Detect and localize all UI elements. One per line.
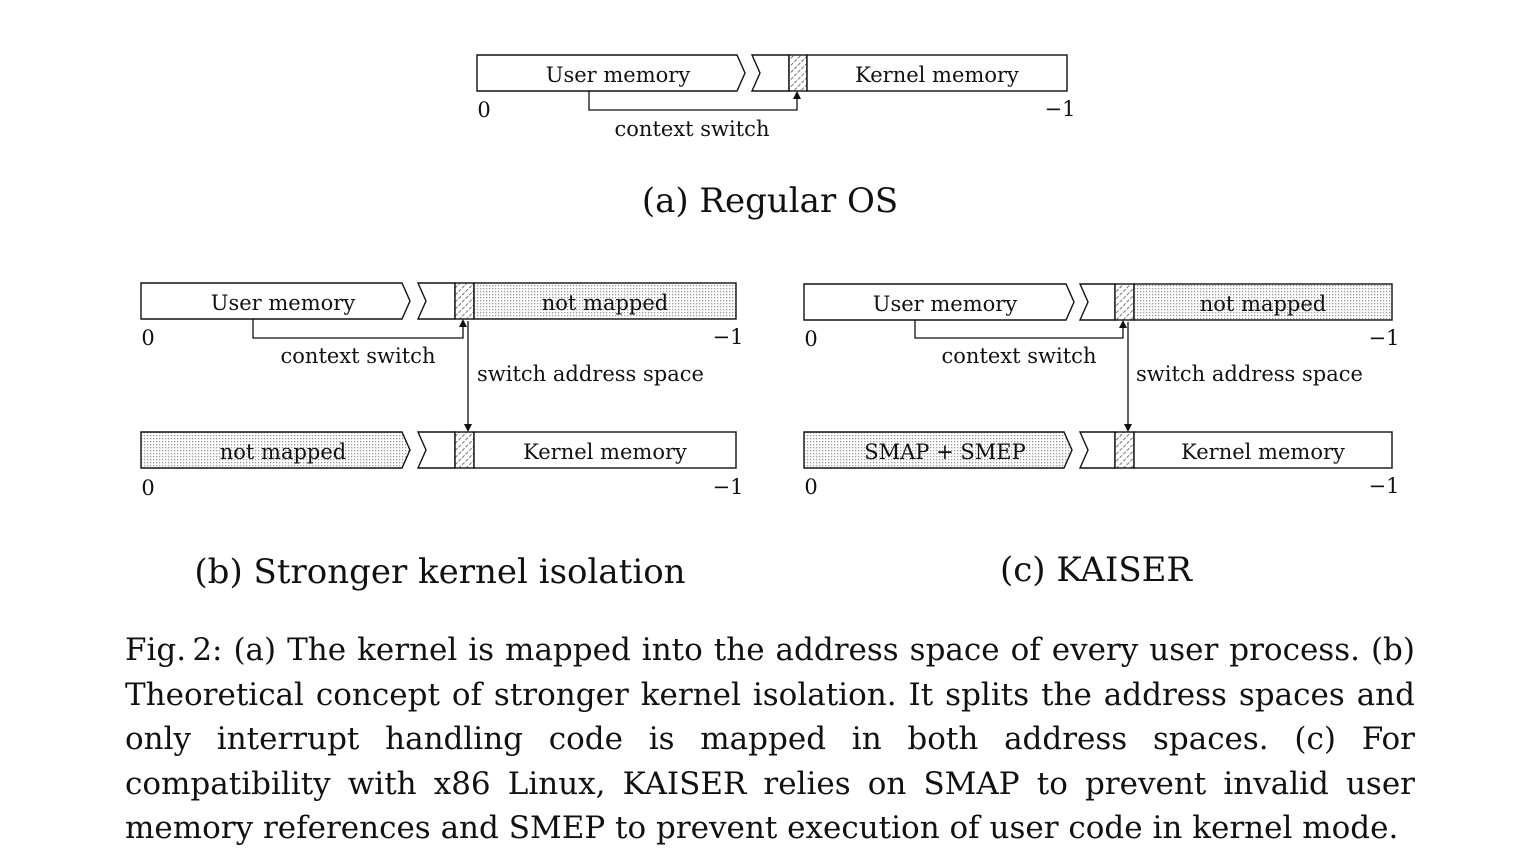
interrupt-handler-region [1114, 431, 1135, 469]
panel-a-diagram: User memory Kernel memory 0 −1 context s… [476, 54, 1076, 221]
kernel-memory-block [473, 431, 737, 469]
kernel-memory-label: Kernel memory [1181, 440, 1345, 464]
figure-caption: Fig. 2: (a) The kernel is mapped into th… [125, 632, 1415, 846]
panel-b-diagram: User memory not mapped 0 −1 context swit… [140, 282, 744, 592]
kernel-memory-block [806, 54, 1068, 92]
context-switch-label: context switch [615, 117, 770, 141]
gap-chevron [1078, 431, 1116, 469]
panel-b-caption: (b) Stronger kernel isolation [194, 552, 685, 592]
smap-smep-label: SMAP + SMEP [864, 440, 1025, 464]
address-end: −1 [1369, 474, 1400, 498]
user-memory-block [476, 54, 746, 92]
address-start: 0 [141, 326, 154, 350]
panel-c-diagram: User memory not mapped 0 −1 context swit… [803, 283, 1400, 590]
kernel-memory-label: Kernel memory [523, 440, 687, 464]
smap-smep-block [803, 431, 1073, 469]
gap-chevron [416, 431, 456, 469]
interrupt-handler-region [788, 54, 808, 92]
address-end: −1 [713, 325, 744, 349]
context-switch-label: context switch [942, 344, 1097, 368]
user-memory-label: User memory [546, 63, 691, 87]
address-start: 0 [477, 98, 490, 122]
not-mapped-label: not mapped [542, 291, 668, 315]
panel-a-caption: (a) Regular OS [642, 181, 898, 221]
kernel-memory-block [1133, 431, 1393, 469]
user-memory-label: User memory [211, 291, 356, 315]
gap-chevron [416, 282, 456, 320]
address-end: −1 [1369, 326, 1400, 350]
gap-chevron [750, 54, 790, 92]
gap-chevron [1078, 283, 1116, 321]
user-memory-block [803, 283, 1075, 321]
address-start: 0 [804, 327, 817, 351]
address-end: −1 [1045, 97, 1076, 121]
not-mapped-block [140, 431, 411, 469]
interrupt-handler-region [1114, 283, 1135, 321]
interrupt-handler-region [454, 431, 475, 469]
address-start: 0 [141, 476, 154, 500]
context-switch-label: context switch [281, 344, 436, 368]
user-memory-block [140, 282, 411, 320]
user-memory-label: User memory [873, 292, 1018, 316]
context-switch-arrow [588, 91, 801, 111]
not-mapped-block [473, 282, 737, 320]
address-start: 0 [804, 475, 817, 499]
address-end: −1 [713, 475, 744, 499]
not-mapped-label: not mapped [220, 440, 346, 464]
context-switch-arrow [914, 320, 1127, 339]
kernel-memory-label: Kernel memory [855, 63, 1019, 87]
panel-c-caption: (c) KAISER [1000, 550, 1193, 590]
not-mapped-label: not mapped [1200, 292, 1326, 316]
switch-address-space-label: switch address space [1136, 362, 1363, 386]
switch-address-space-label: switch address space [477, 362, 704, 386]
context-switch-arrow [252, 319, 467, 339]
interrupt-handler-region [454, 282, 475, 320]
not-mapped-block [1133, 283, 1393, 321]
